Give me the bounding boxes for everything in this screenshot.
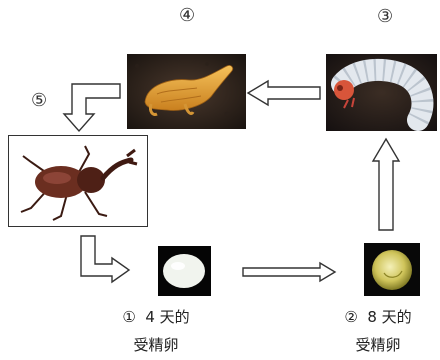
arrow-pupa-to-beetle: [64, 84, 120, 131]
arrow-egg2-to-larva: [373, 139, 399, 230]
stage-1-caption: ① 4 天的 受精卵: [96, 306, 216, 356]
stage-2-line2: 受精卵: [318, 334, 438, 356]
arrow-larva-to-pupa: [248, 81, 320, 105]
stage-1-line1-row: ① 4 天的: [96, 306, 216, 328]
stage-1-number: ①: [122, 308, 135, 326]
stage-2-caption: ② 8 天的 受精卵: [318, 306, 438, 356]
stage-2-number: ②: [344, 308, 357, 326]
stage-2-line1-row: ② 8 天的: [318, 306, 438, 328]
arrow-beetle-to-egg1: [81, 236, 129, 282]
stage-1-line1: 4 天的: [145, 308, 189, 326]
stage-1-line2: 受精卵: [96, 334, 216, 356]
stage-2-line1: 8 天的: [367, 308, 411, 326]
arrow-egg1-to-egg2: [243, 263, 335, 281]
